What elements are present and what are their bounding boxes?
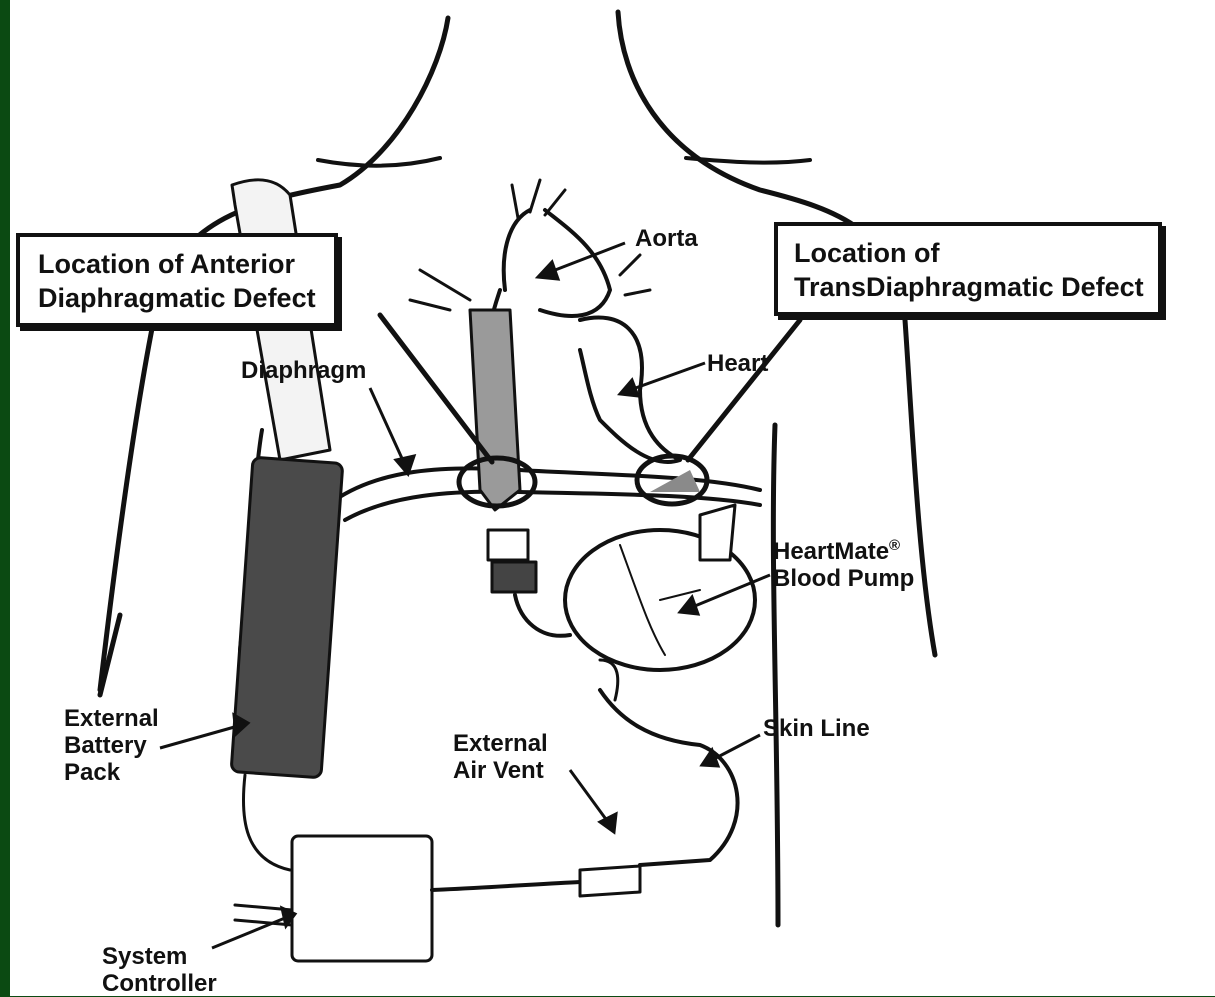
anterior-callout-line2: Diaphragmatic Defect [38,281,316,315]
aorta-label: Aorta [635,225,698,252]
graft-conduit [470,310,520,510]
battery-arrow [160,726,238,748]
battery-pack [231,457,343,778]
system-controller-label: System Controller [102,943,217,997]
trans-callout-line1: Location of [794,236,1144,270]
pump-label-line1: HeartMate [773,538,889,565]
air-vent-label: External Air Vent [453,730,548,784]
controller-label-line2: Controller [102,970,217,997]
arm-right-line [773,425,778,925]
battery-pack-label: External Battery Pack [64,705,159,786]
anterior-defect-callout: Location of Anterior Diaphragmatic Defec… [16,233,338,327]
trans-callout-pointer [688,320,800,460]
skin-arrow [712,735,760,760]
diagram-canvas: Location of Anterior Diaphragmatic Defec… [10,0,1215,996]
diaphragm-arrow [370,388,405,465]
trans-defect-callout: Location of TransDiaphragmatic Defect [774,222,1162,316]
anterior-callout-line1: Location of Anterior [38,247,316,281]
vent-label-line2: Air Vent [453,757,548,784]
pump-label-line2: Blood Pump [773,565,914,592]
diaphragm-label: Diaphragm [241,357,366,384]
battery-label-line2: Battery [64,732,159,759]
aorta-arrowhead [538,262,558,279]
anatomy-drawing [10,0,1215,996]
battery-label-line3: Pack [64,759,159,786]
heart-arrowhead [620,380,638,396]
vent-arrow [570,770,608,822]
inflow-conduit [515,595,570,636]
heart-label: Heart [707,350,768,377]
controller-label-line1: System [102,943,217,970]
battery-cable [243,775,290,870]
blood-pump-label: HeartMate® Blood Pump [773,538,914,592]
connector-1 [488,530,528,560]
battery-label-line1: External [64,705,159,732]
pump-arrowhead [680,597,698,614]
pump-trademark: ® [889,537,900,554]
drive-line [600,690,738,865]
vent-label-line1: External [453,730,548,757]
system-controller [292,836,432,961]
controller-cable-right [432,882,580,890]
pump-outflow [700,505,735,560]
connector-2 [492,562,536,592]
pump-arrow [690,575,770,608]
aorta-branches [410,180,650,310]
clavicle-left [318,158,440,166]
skin-line-label: Skin Line [763,715,870,742]
air-vent-filter [580,866,640,896]
trans-callout-line2: TransDiaphragmatic Defect [794,270,1144,304]
outflow-fill [650,470,700,492]
